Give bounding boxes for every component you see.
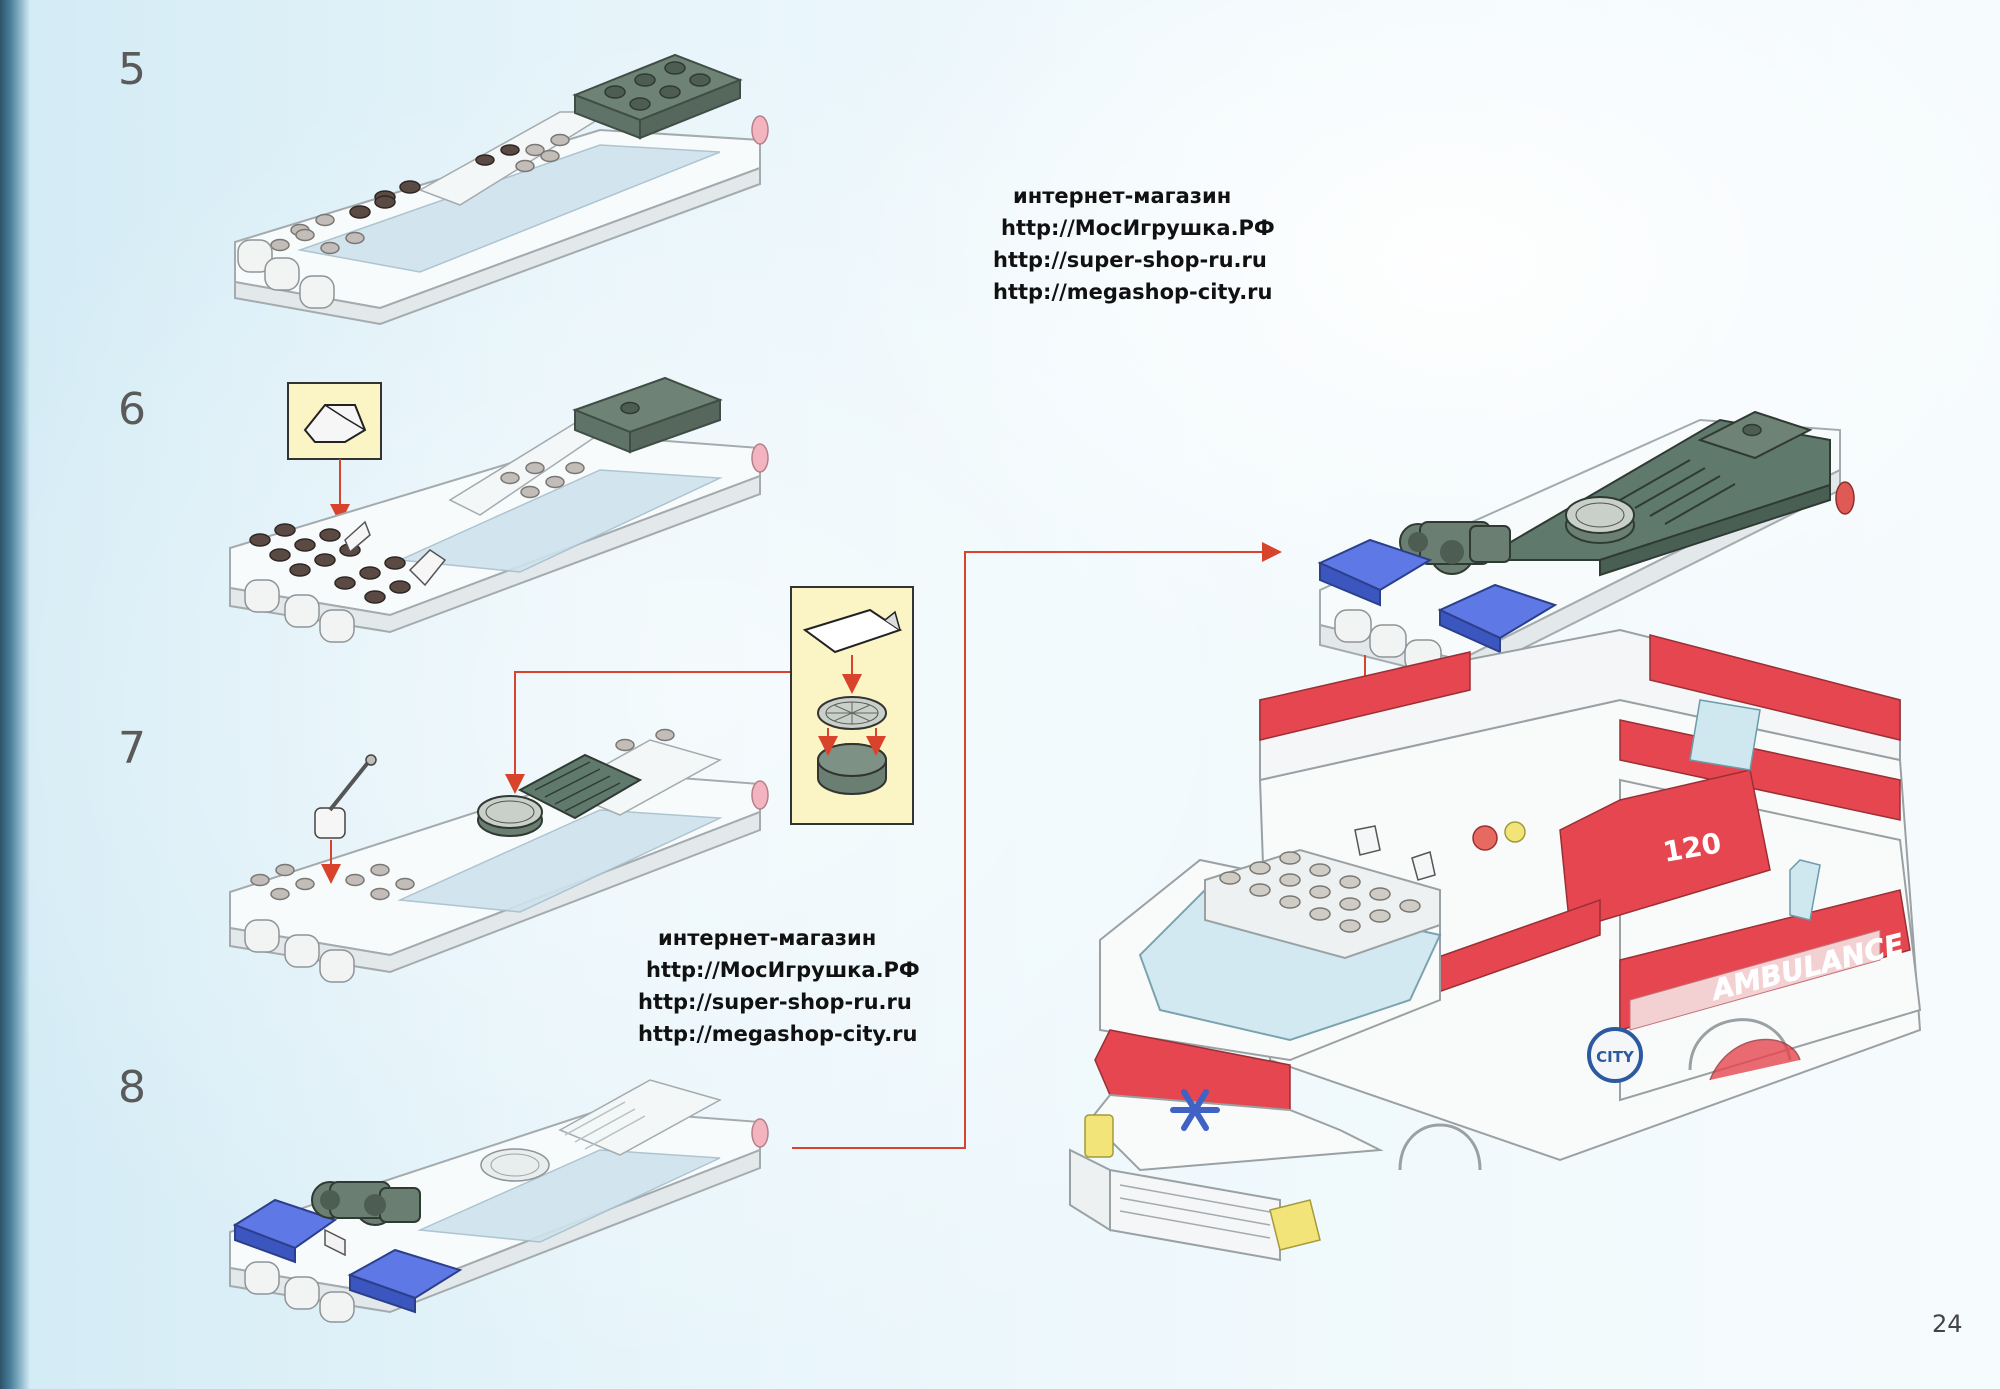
city-emblem: CITY <box>1587 1027 1643 1083</box>
shop-notice-bottom-line3[interactable]: http://super-shop-ru.ru <box>638 990 912 1014</box>
shop-notice-top: интернет-магазин http://МосИгрушка.РФ ht… <box>993 180 1275 308</box>
ambulance-model: CITY AMBULANCE 120 <box>1069 628 1922 1262</box>
step-6-assembly <box>229 376 769 643</box>
shop-notice-top-line4[interactable]: http://megashop-city.ru <box>993 280 1273 304</box>
emblem-text: CITY <box>1596 1048 1635 1066</box>
step-5-assembly <box>234 53 769 326</box>
shop-notice-bottom-line1: интернет-магазин <box>658 926 877 950</box>
step-number-6: 6 <box>118 384 146 435</box>
step-7-assembly <box>229 586 914 983</box>
shop-notice-top-line2[interactable]: http://МосИгрушка.РФ <box>1001 216 1275 240</box>
shop-notice-bottom: интернет-магазин http://МосИгрушка.РФ ht… <box>638 922 920 1050</box>
shop-notice-top-line3[interactable]: http://super-shop-ru.ru <box>993 248 1267 272</box>
shop-notice-bottom-line2[interactable]: http://МосИгрушка.РФ <box>646 958 920 982</box>
step-number-7: 7 <box>118 723 146 774</box>
shop-notice-bottom-line4[interactable]: http://megashop-city.ru <box>638 1022 918 1046</box>
step-number-8: 8 <box>118 1062 146 1113</box>
page-number: 24 <box>1932 1310 1963 1338</box>
step-number-5: 5 <box>118 44 146 95</box>
shop-notice-top-line1: интернет-магазин <box>1013 184 1232 208</box>
page-binding-shadow <box>0 0 30 1389</box>
sticker-icon <box>802 608 903 654</box>
star-of-life-icon <box>1170 1089 1220 1131</box>
tile-slope-icon <box>303 404 367 443</box>
step-8-assembly <box>229 542 1282 1323</box>
